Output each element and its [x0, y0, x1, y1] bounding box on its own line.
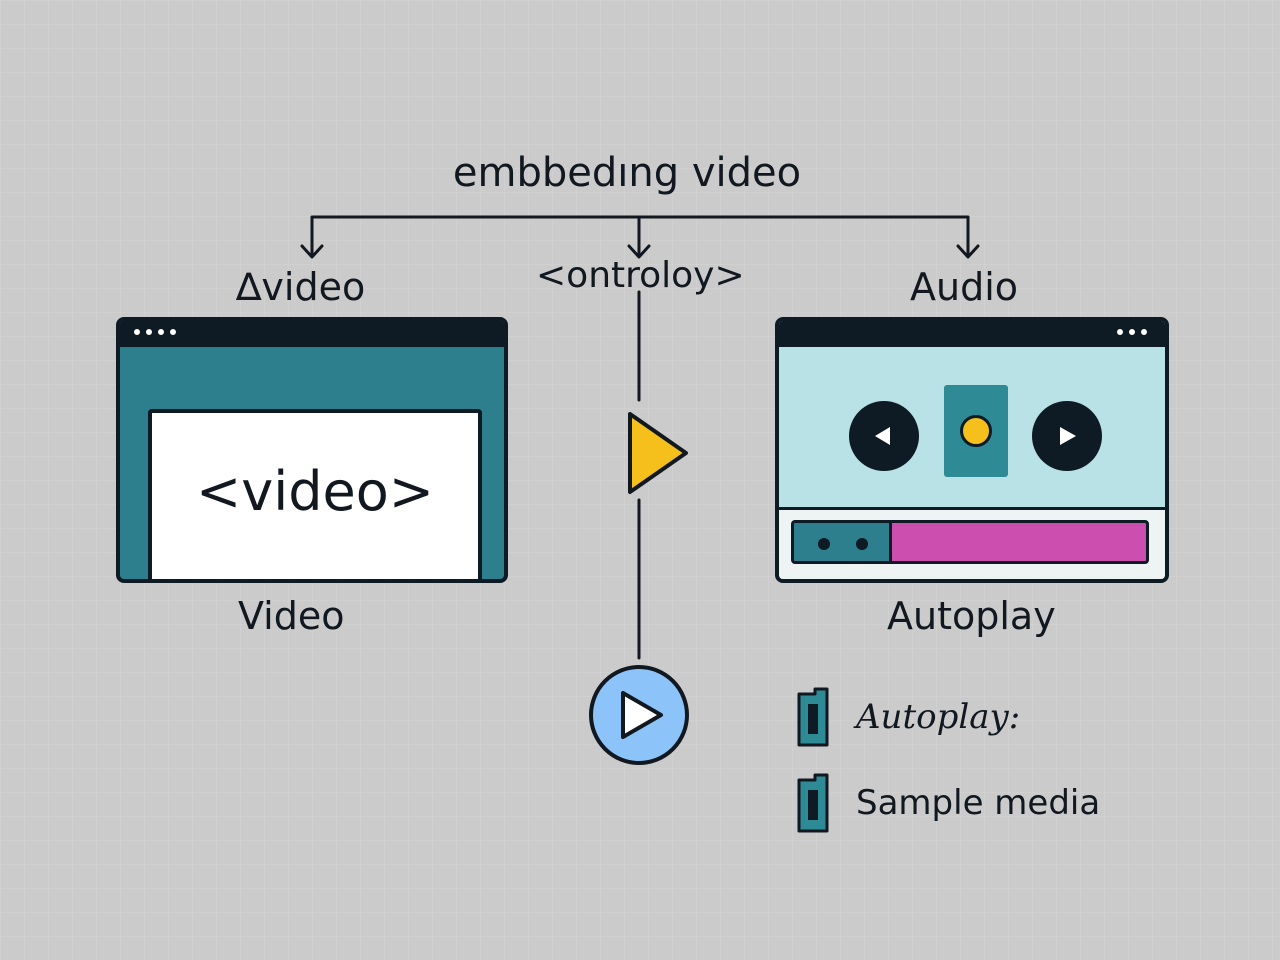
play-triangle-icon — [628, 412, 688, 494]
autoplay-caption: Autoplay — [887, 594, 1056, 638]
controls-label: <ontroloy> — [536, 255, 745, 296]
progress-slider[interactable] — [791, 520, 1149, 564]
media-file-icon — [797, 773, 829, 833]
progress-area — [779, 507, 1165, 579]
video-tag-code: <video> — [196, 460, 434, 523]
rewind-button[interactable] — [849, 401, 919, 471]
play-icon — [621, 691, 663, 739]
diagram-title: embbedıng video — [452, 150, 802, 196]
play-icon — [1060, 427, 1076, 445]
video-browser-window: <video> — [116, 317, 508, 583]
window-titlebar — [120, 321, 504, 347]
progress-fill — [794, 523, 893, 561]
window-dots-icon — [134, 329, 176, 335]
legend-item-sample-media: Sample media — [796, 772, 1100, 834]
rewind-icon — [875, 427, 890, 445]
arrow-right — [956, 244, 980, 259]
media-file-icon — [797, 687, 829, 747]
audio-player-window — [775, 317, 1169, 583]
player-controls — [779, 347, 1165, 507]
legend-label: Sample media — [856, 783, 1101, 823]
window-dots-icon — [1117, 329, 1147, 335]
legend-label: Autoplay: — [856, 697, 1021, 737]
audio-label: Audio — [910, 265, 1019, 309]
audio-center-block — [944, 385, 1008, 477]
video-caption: Video — [238, 594, 345, 638]
arrow-center — [627, 244, 651, 259]
legend-item-autoplay: Autoplay: — [796, 686, 1020, 748]
play-forward-button[interactable] — [1032, 401, 1102, 471]
video-element-label: ∆video — [236, 265, 366, 309]
video-screen: <video> — [148, 409, 482, 579]
play-button[interactable] — [587, 663, 691, 767]
window-titlebar — [779, 321, 1165, 347]
slider-knob[interactable] — [818, 538, 830, 550]
arrow-left — [300, 244, 324, 259]
record-dot-icon — [960, 415, 992, 447]
slider-knob[interactable] — [856, 538, 868, 550]
